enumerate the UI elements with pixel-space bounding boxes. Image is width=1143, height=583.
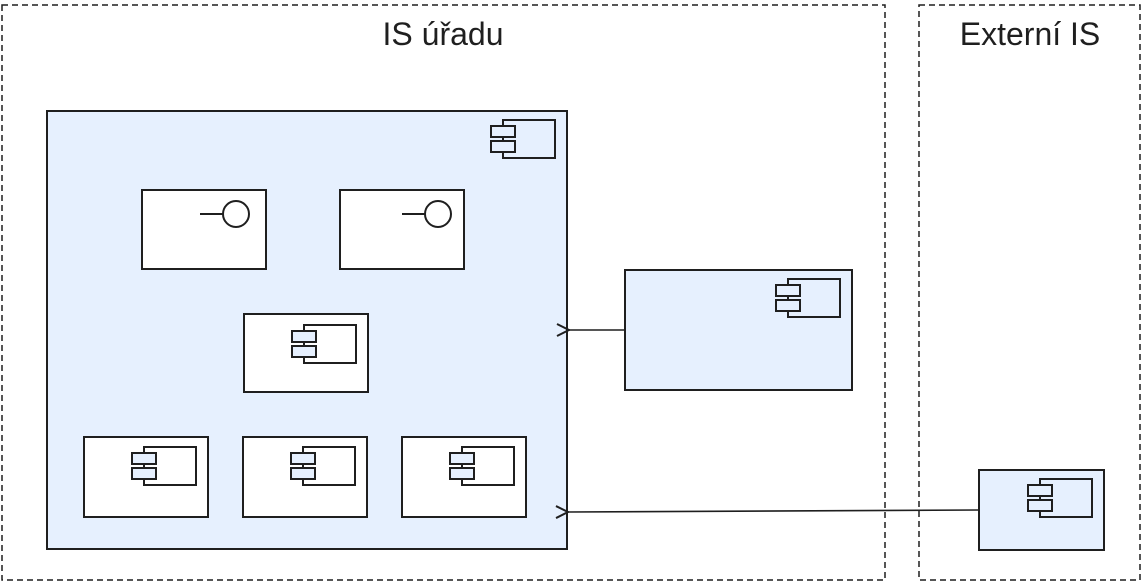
- zone-title-externi-is: Externí IS: [959, 16, 1101, 52]
- zone-title-is-uradu: IS úřadu: [382, 16, 504, 52]
- subcomponent-bottom-1[interactable]: [83, 436, 209, 518]
- subcomponent-middle[interactable]: [243, 313, 369, 393]
- subcomponent-bottom-3[interactable]: [401, 436, 527, 518]
- zone-externi-is: [918, 4, 1141, 581]
- external-component[interactable]: [978, 469, 1105, 551]
- interface-lollipop-icon: [402, 200, 452, 228]
- interface-box-2[interactable]: [339, 189, 465, 270]
- zone-is-uradu: [1, 4, 886, 581]
- side-component[interactable]: [624, 269, 853, 391]
- interface-lollipop-icon: [200, 200, 250, 228]
- dependency-arrow-external: [568, 510, 980, 512]
- interface-box-1[interactable]: [141, 189, 267, 270]
- subcomponent-bottom-2[interactable]: [242, 436, 368, 518]
